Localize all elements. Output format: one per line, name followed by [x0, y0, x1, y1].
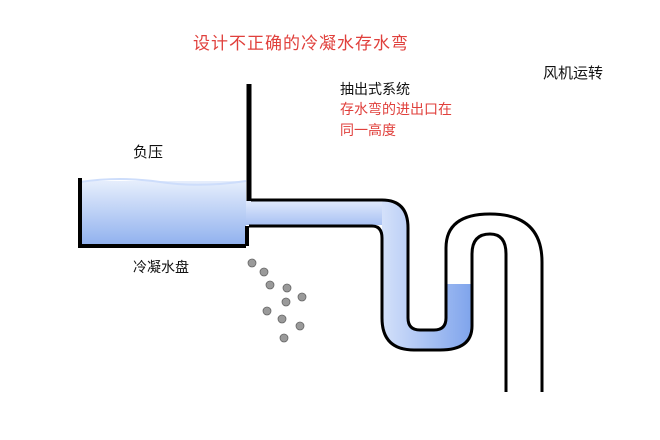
trap-height-note: 存水弯的进出口在 同一高度 [340, 100, 452, 142]
diagram-title: 设计不正确的冷凝水存水弯 [193, 34, 409, 54]
pan-water [80, 181, 246, 246]
pan-water-surface [79, 178, 247, 186]
droplet [282, 283, 292, 293]
droplet [265, 280, 275, 290]
drain-pan-label: 冷凝水盘 [133, 260, 189, 276]
droplet [247, 258, 257, 268]
droplets [247, 258, 307, 343]
trap-height-note-line1: 存水弯的进出口在 [340, 102, 452, 118]
negative-pressure-label: 负压 [133, 143, 164, 161]
droplet [279, 333, 289, 343]
fan-running-label: 风机运转 [543, 64, 604, 82]
trap-height-note-line2: 同一高度 [340, 123, 396, 139]
droplet [295, 321, 305, 331]
droplet [281, 297, 291, 307]
droplet [259, 267, 269, 277]
drain-pan-outline [78, 178, 246, 248]
droplet [262, 306, 272, 316]
droplet [297, 292, 307, 302]
pipe-top-outline [251, 198, 544, 392]
system-type-label: 抽出式系统 [340, 82, 410, 98]
trap-water [382, 200, 472, 350]
pipe-bottom-outline [249, 224, 508, 392]
outlet-pipe-water [246, 200, 382, 225]
droplet [277, 314, 287, 324]
